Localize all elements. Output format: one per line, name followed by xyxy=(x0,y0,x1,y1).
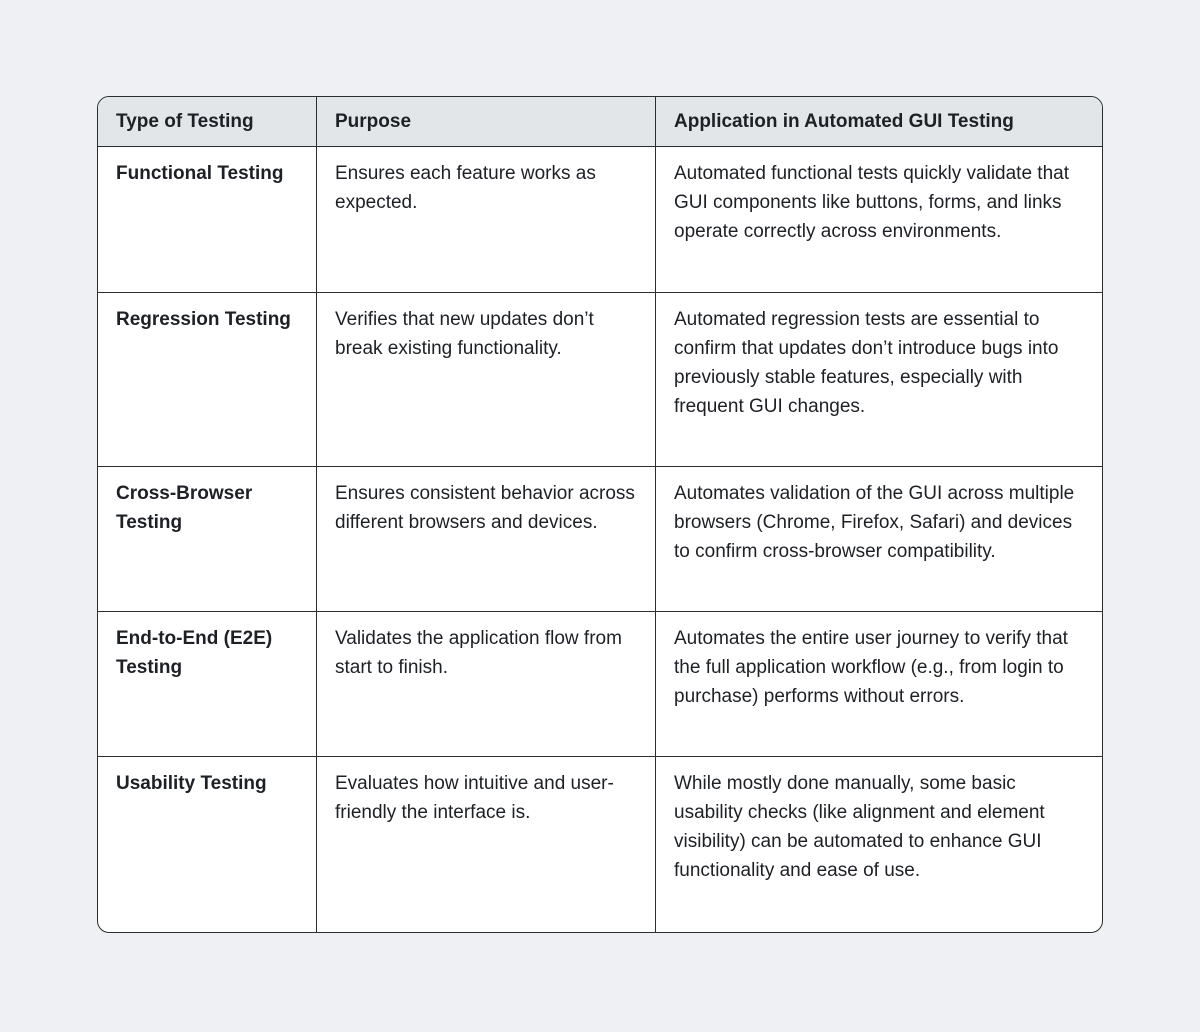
cell-purpose: Evaluates how intuitive and user-friendl… xyxy=(317,757,656,932)
cell-purpose: Verifies that new updates don’t break ex… xyxy=(317,293,656,467)
table-row-cross-browser-testing: Cross-Browser Testing Ensures consistent… xyxy=(98,467,1102,612)
cell-application: Automates the entire user journey to ver… xyxy=(656,612,1102,757)
column-header-type-of-testing: Type of Testing xyxy=(98,97,317,147)
cell-application: While mostly done manually, some basic u… xyxy=(674,773,1045,881)
cell-application: Automated regression tests are essential… xyxy=(656,293,1102,467)
cell-purpose: Ensures consistent behavior across diffe… xyxy=(317,467,656,612)
column-header-application: Application in Automated GUI Testing xyxy=(656,97,1102,147)
table-row-end-to-end-testing: End-to-End (E2E) Testing Validates the a… xyxy=(98,612,1102,757)
cell-type: Usability Testing xyxy=(98,757,317,932)
testing-types-table: Type of Testing Purpose Application in A… xyxy=(98,97,1102,932)
table-row-usability-testing: Usability Testing Evaluates how intuitiv… xyxy=(98,757,1102,932)
testing-types-table-container: Type of Testing Purpose Application in A… xyxy=(97,96,1103,933)
cell-purpose: Ensures each feature works as expected. xyxy=(317,147,656,293)
cell-application: Automates validation of the GUI across m… xyxy=(656,467,1102,612)
cell-type: Regression Testing xyxy=(98,293,317,467)
cell-application: Automated functional tests quickly valid… xyxy=(656,147,1102,293)
column-header-purpose: Purpose xyxy=(317,97,656,147)
cell-purpose: Validates the application flow from star… xyxy=(317,612,656,757)
cell-type: Functional Testing xyxy=(98,147,317,293)
table-row-regression-testing: Regression Testing Verifies that new upd… xyxy=(98,293,1102,467)
cell-type: End-to-End (E2E) Testing xyxy=(98,612,317,757)
header-row: Type of Testing Purpose Application in A… xyxy=(98,97,1102,147)
cell-type: Cross-Browser Testing xyxy=(98,467,317,612)
table-row-functional-testing: Functional Testing Ensures each feature … xyxy=(98,147,1102,293)
